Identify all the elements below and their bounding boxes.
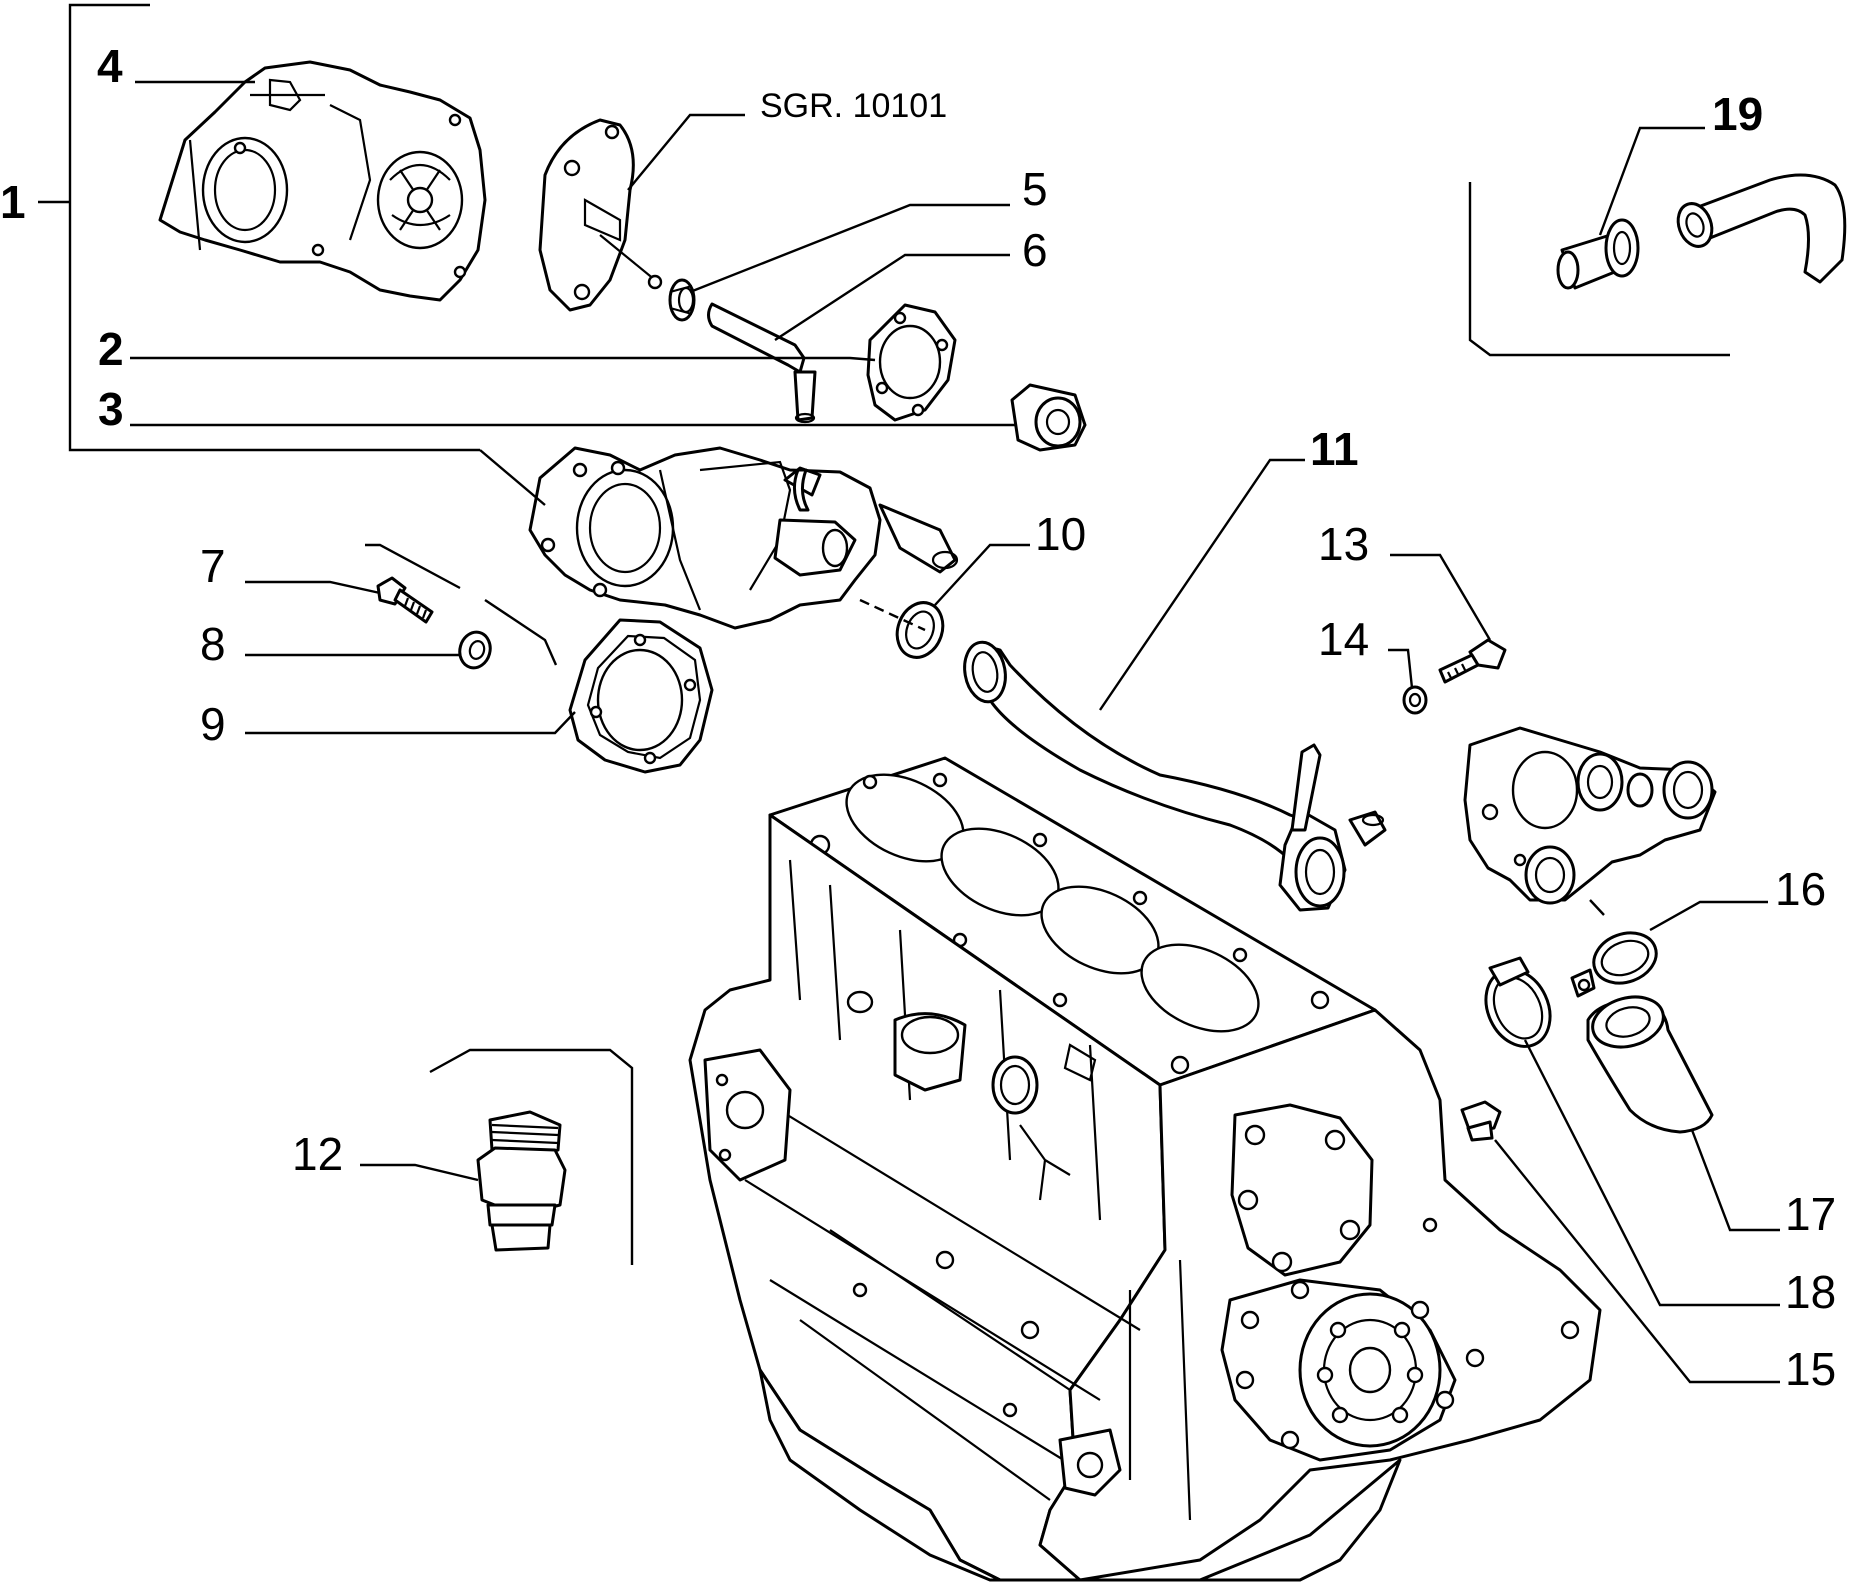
washer-8 xyxy=(458,630,492,670)
callout-11: 11 xyxy=(1310,423,1359,475)
hose-19 xyxy=(1676,173,1847,284)
callout-9: 9 xyxy=(200,698,226,750)
callout-17: 17 xyxy=(1785,1188,1836,1240)
callout-16: 16 xyxy=(1775,863,1826,915)
coolant-pipe xyxy=(963,640,1387,912)
bolt-13 xyxy=(1438,638,1507,684)
engine-block xyxy=(688,756,1602,1582)
callout-2: 2 xyxy=(98,323,124,375)
group-bracket-19 xyxy=(1468,182,1730,357)
callout-19: 19 xyxy=(1712,88,1763,140)
callout-8: 8 xyxy=(200,618,226,670)
callout-15: 15 xyxy=(1785,1343,1836,1395)
o-ring-seal xyxy=(895,601,945,659)
callout-10: 10 xyxy=(1035,508,1086,560)
temperature-sensor-12 xyxy=(476,1110,567,1252)
hose-clamp-16 xyxy=(1570,931,1658,998)
housing-gasket xyxy=(568,618,714,774)
washer-14 xyxy=(1402,685,1428,715)
pulley-bushing xyxy=(1010,383,1087,452)
callout-6: 6 xyxy=(1022,224,1048,276)
callout-14: 14 xyxy=(1318,613,1369,665)
thermostat-housing xyxy=(1463,726,1717,905)
reference-label: SGR. 10101 xyxy=(760,87,947,125)
water-pump-housing xyxy=(158,60,487,302)
callout-4: 4 xyxy=(97,40,123,92)
callout-5: 5 xyxy=(1022,163,1048,215)
callout-12: 12 xyxy=(292,1128,343,1180)
fitting-19 xyxy=(1556,218,1640,290)
pump-cover-plate xyxy=(538,118,663,312)
bearing xyxy=(668,278,696,322)
hose-clamp-18 xyxy=(1484,956,1552,1048)
callout-3: 3 xyxy=(98,383,124,435)
group-bracket-12 xyxy=(429,1048,634,1265)
drain-plug-15 xyxy=(1460,1100,1502,1142)
group-bracket-1 xyxy=(38,3,480,452)
hose-17 xyxy=(1586,995,1714,1134)
callout-18: 18 xyxy=(1785,1266,1836,1318)
pump-gasket xyxy=(866,303,957,422)
callout-13: 13 xyxy=(1318,518,1369,570)
callout-labels: 1 4 SGR. 10101 5 6 2 3 7 8 9 10 11 13 14… xyxy=(0,40,1836,1395)
group-bracket-7-8 xyxy=(365,543,558,666)
callout-7: 7 xyxy=(200,540,226,592)
pump-assembly-housing xyxy=(528,446,959,630)
callout-1: 1 xyxy=(0,176,26,228)
pump-shaft xyxy=(707,302,817,424)
leader-lines xyxy=(130,80,1780,1384)
bolt-7 xyxy=(376,576,434,624)
